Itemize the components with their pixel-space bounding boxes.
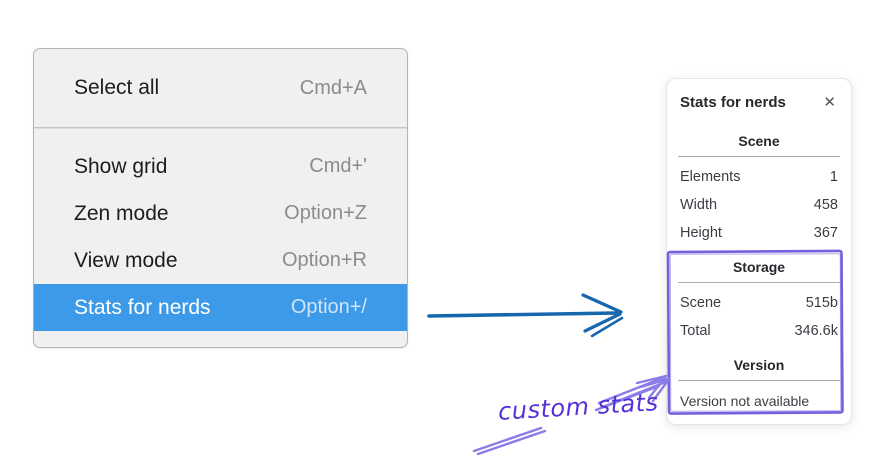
stat-row-storage-total: Total 346.6k bbox=[680, 317, 838, 345]
stats-panel-header: Stats for nerds ✕ bbox=[680, 89, 838, 115]
stats-section-scene: Scene Elements 1 Width 458 Height 367 bbox=[678, 131, 840, 247]
stats-panel: Stats for nerds ✕ Scene Elements 1 Width… bbox=[666, 78, 852, 425]
menu-item-label: Select all bbox=[74, 76, 160, 99]
stat-label: Width bbox=[680, 197, 718, 213]
stat-value: 367 bbox=[813, 225, 838, 241]
menu-item-zen-mode[interactable]: Zen mode Option+Z bbox=[34, 190, 407, 237]
custom-stats-annotation: custom stats bbox=[497, 388, 660, 426]
menu-item-label: Zen mode bbox=[74, 201, 169, 225]
stat-row-height: Height 367 bbox=[680, 219, 838, 247]
stat-row-width: Width 458 bbox=[680, 191, 838, 219]
section-heading: Version bbox=[733, 357, 785, 373]
version-note: Version not available bbox=[680, 393, 810, 409]
stat-value: 458 bbox=[813, 197, 838, 213]
close-icon[interactable]: ✕ bbox=[823, 93, 836, 111]
menu-item-shortcut: Cmd+' bbox=[309, 155, 367, 177]
stat-row-elements: Elements 1 bbox=[680, 163, 838, 191]
menu-item-show-grid[interactable]: Show grid Cmd+' bbox=[34, 143, 407, 190]
stat-label: Total bbox=[680, 323, 711, 339]
menu-item-label: Stats for nerds bbox=[74, 295, 211, 319]
stat-value: 1 bbox=[829, 169, 838, 185]
menu-divider bbox=[34, 127, 407, 129]
menu-item-select-all[interactable]: Select all Cmd+A bbox=[34, 49, 407, 127]
section-divider bbox=[678, 156, 840, 157]
stat-label: Height bbox=[680, 225, 722, 241]
stat-label: Elements bbox=[680, 169, 741, 185]
stats-section-version: Version Version not available bbox=[678, 355, 840, 415]
menu-item-shortcut: Cmd+A bbox=[299, 76, 367, 99]
menu-item-shortcut: Option+R bbox=[281, 249, 367, 271]
section-heading: Scene bbox=[738, 133, 780, 149]
section-divider bbox=[678, 380, 840, 381]
stat-value: 515b bbox=[805, 295, 838, 311]
arrow-menu-to-panel bbox=[427, 293, 624, 338]
menu-item-shortcut: Option+/ bbox=[290, 296, 367, 318]
menu-item-shortcut: Option+Z bbox=[284, 202, 367, 224]
stats-section-storage: Storage Scene 515b Total 346.6k bbox=[678, 257, 840, 345]
stat-label: Scene bbox=[680, 295, 722, 311]
section-heading: Storage bbox=[732, 259, 786, 275]
stat-row-storage-scene: Scene 515b bbox=[680, 289, 838, 317]
menu-item-stats-for-nerds[interactable]: Stats for nerds Option+/ bbox=[34, 284, 407, 331]
menu-group: Show grid Cmd+' Zen mode Option+Z View m… bbox=[34, 129, 407, 347]
stat-value: 346.6k bbox=[794, 323, 838, 339]
menu-item-label: View mode bbox=[74, 248, 178, 272]
stats-panel-title: Stats for nerds bbox=[680, 93, 786, 111]
menu-item-view-mode[interactable]: View mode Option+R bbox=[34, 237, 407, 284]
context-menu: Select all Cmd+A Show grid Cmd+' Zen mod… bbox=[33, 48, 408, 348]
menu-item-label: Show grid bbox=[74, 154, 168, 178]
section-divider bbox=[678, 282, 840, 283]
